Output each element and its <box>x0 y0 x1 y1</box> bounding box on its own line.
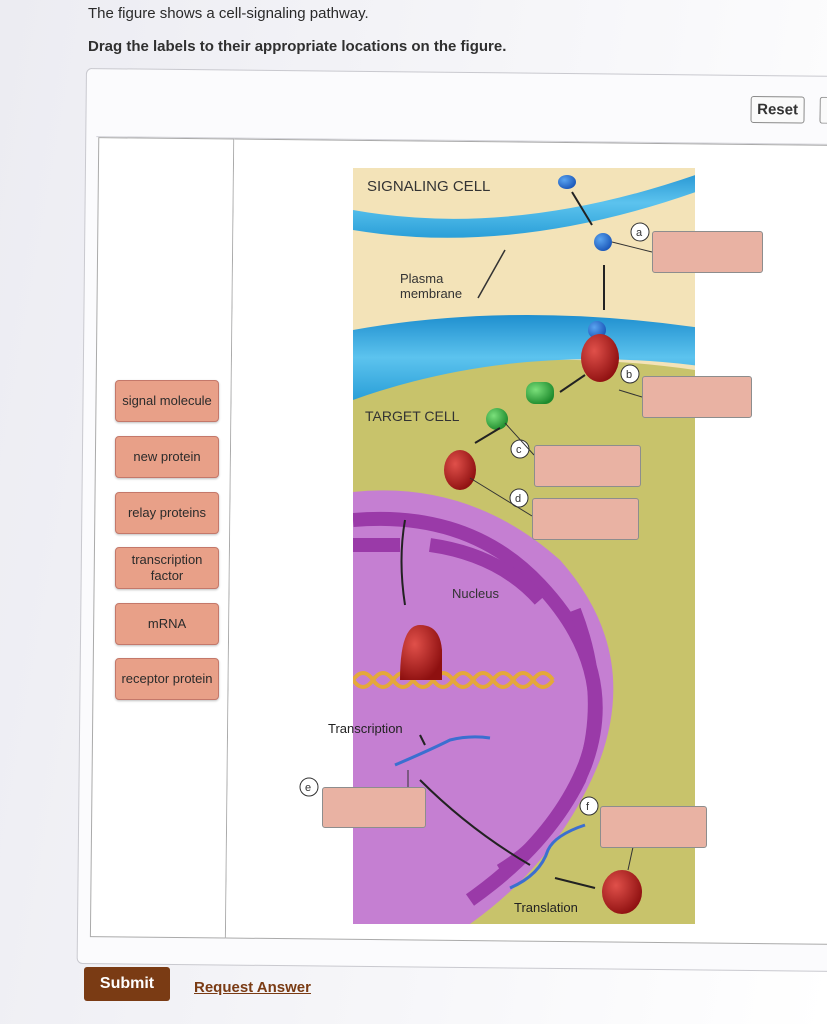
plasma-membrane-label-2: membrane <box>400 286 462 301</box>
nucleus-label: Nucleus <box>452 586 499 601</box>
mrna-icon <box>394 735 491 767</box>
target-d-marker <box>509 488 529 508</box>
arrow-icon <box>571 191 593 226</box>
drop-target-d[interactable] <box>532 498 639 540</box>
bound-transcription-factor-icon <box>400 625 442 680</box>
target-cell-label: TARGET CELL <box>365 408 460 424</box>
target-e-marker <box>299 777 319 797</box>
drop-target-f[interactable] <box>600 806 707 848</box>
target-b-line <box>618 389 643 398</box>
signaling-cell-label: SIGNALING CELL <box>367 178 490 195</box>
label-transcription-factor[interactable]: transcription factor <box>115 547 219 589</box>
target-f-line <box>627 846 634 871</box>
target-c-line <box>504 422 535 456</box>
target-a-line <box>611 241 653 253</box>
nuclear-pore-edge-2 <box>428 538 546 605</box>
label-relay-proteins[interactable]: relay proteins <box>115 492 219 534</box>
submit-button[interactable]: Submit <box>84 967 170 1001</box>
target-b-marker <box>620 364 640 384</box>
label-new-protein[interactable]: new protein <box>115 436 219 478</box>
target-e-letter: e <box>305 782 311 794</box>
target-f-marker <box>579 796 599 816</box>
arrow-icon-4 <box>474 427 501 444</box>
plasma-membrane-pointer <box>477 249 506 299</box>
drop-target-c[interactable] <box>534 445 641 487</box>
signal-molecule-icon-2 <box>594 233 612 251</box>
question-instruction: Drag the labels to their appropriate loc… <box>88 38 507 55</box>
signaling-cell-membrane <box>353 175 695 238</box>
arrow-icon-6 <box>419 734 426 746</box>
target-a-marker <box>630 222 650 242</box>
relay-protein-icon <box>526 382 554 404</box>
target-f-letter: f <box>586 801 590 813</box>
drop-target-b[interactable] <box>642 376 752 418</box>
request-answer-link[interactable]: Request Answer <box>194 979 311 996</box>
target-b-letter: b <box>626 369 632 381</box>
mrna-icon-2 <box>509 823 586 890</box>
target-cell-membrane <box>353 315 695 400</box>
label-mrna[interactable]: mRNA <box>115 603 219 645</box>
transcription-factor-icon <box>444 450 476 490</box>
label-signal-molecule[interactable]: signal molecule <box>115 380 219 422</box>
dna-strand-b <box>353 671 555 689</box>
transcription-label: Transcription <box>328 721 403 736</box>
target-a-letter: a <box>636 227 643 239</box>
arrow-icon-8 <box>554 877 596 889</box>
receptor-protein-icon <box>581 334 619 382</box>
drop-target-e[interactable] <box>322 787 426 828</box>
arrow-icon-7 <box>419 779 531 866</box>
nuclear-envelope-outer <box>496 607 600 876</box>
target-d-letter: d <box>515 493 521 505</box>
arrow-icon-3 <box>559 374 586 393</box>
signal-molecule-icon <box>558 175 576 189</box>
relay-protein-icon-2 <box>486 408 508 430</box>
question-prompt: The figure shows a cell-signaling pathwa… <box>88 5 369 22</box>
target-c-letter: c <box>516 444 522 456</box>
drop-target-a[interactable] <box>652 231 763 273</box>
translation-label: Translation <box>514 900 578 915</box>
target-d-line <box>469 477 533 517</box>
label-receptor-protein[interactable]: receptor protein <box>115 658 219 700</box>
arrow-icon-5 <box>400 519 406 606</box>
new-protein-icon <box>602 870 642 914</box>
plasma-membrane-label-1: Plasma <box>400 271 444 286</box>
